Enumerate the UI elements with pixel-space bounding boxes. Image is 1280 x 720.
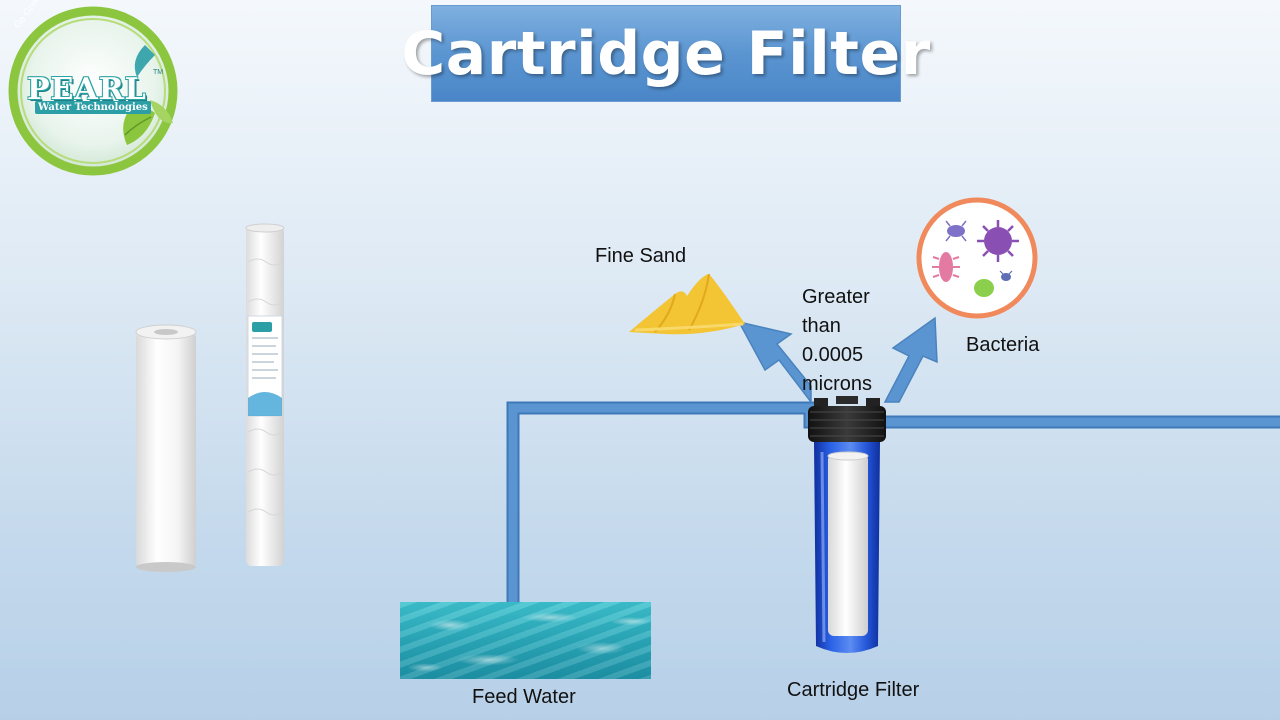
arrow-icon	[883, 316, 938, 403]
micron-line: Greater	[802, 286, 870, 308]
bacteria-icon	[916, 197, 1038, 319]
spun-cartridge-icon	[135, 324, 197, 572]
logo-subtitle: Water Technologies	[35, 101, 151, 114]
fine-sand-label: Fine Sand	[595, 245, 687, 267]
logo-name: PEARL	[27, 72, 147, 107]
logo-trademark: TM	[153, 69, 164, 76]
arrows-group	[737, 316, 938, 405]
micron-size-label: Greater than 0.0005 microns	[802, 283, 894, 399]
feed-water-label: Feed Water	[472, 686, 576, 708]
pearl-logo: Go Green PEARL TM Water Technologies	[5, 0, 185, 177]
filter-housing-icon	[808, 396, 886, 653]
micron-line: than	[802, 315, 841, 337]
title-banner: Cartridge Filter	[401, 5, 930, 102]
arrow-icon	[737, 320, 812, 405]
page-title: Cartridge Filter	[401, 18, 931, 89]
cartridge-filter-label: Cartridge Filter	[787, 679, 920, 701]
feed-water-image	[400, 602, 651, 679]
bacteria-label: Bacteria	[966, 334, 1040, 356]
micron-line: microns	[802, 373, 873, 395]
wound-cartridge-icon	[245, 223, 285, 566]
micron-line: 0.0005	[802, 344, 864, 366]
sand-pile-icon	[629, 273, 745, 335]
cartridge-samples	[135, 223, 285, 572]
